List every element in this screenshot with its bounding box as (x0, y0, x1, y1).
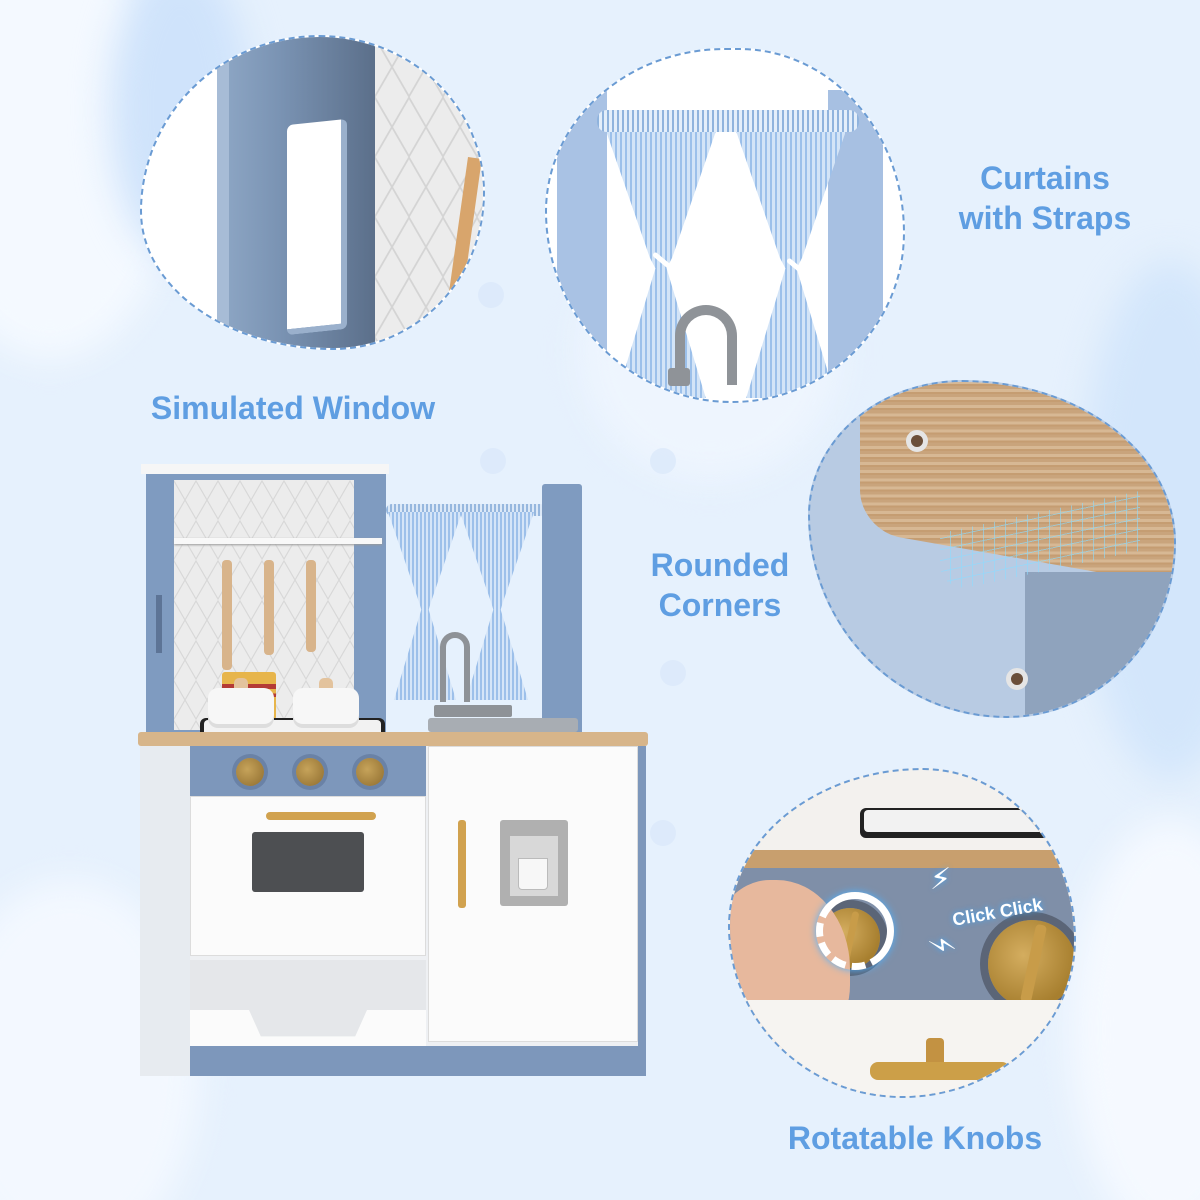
side-window-cutout (156, 595, 162, 653)
cabinet-side (1025, 572, 1174, 716)
shelf (174, 538, 382, 544)
label-rotatable-knobs: Rotatable Knobs (787, 1120, 1043, 1156)
label-line: with Straps (958, 200, 1132, 236)
faucet-icon (440, 632, 470, 702)
label-line: Curtains (980, 160, 1110, 196)
hex-tile-backsplash (375, 37, 483, 348)
cabinet-side (140, 746, 190, 1076)
oven-handle (870, 1062, 1010, 1080)
wood-countertop (730, 850, 1074, 868)
decor-dot (650, 448, 676, 474)
curtain-right (460, 512, 534, 700)
cooktop-surface (864, 810, 1054, 832)
decor-dot (480, 448, 506, 474)
panel-edge (217, 37, 229, 348)
play-kitchen (138, 460, 658, 1080)
pot (208, 678, 274, 728)
sink (428, 718, 578, 732)
countertop (138, 732, 648, 746)
spatula (222, 560, 232, 670)
background-cloud (1070, 820, 1200, 1200)
curtains-detail-bubble (545, 48, 905, 403)
decor-dot (660, 660, 686, 686)
plinth (190, 1046, 646, 1076)
rotate-arrow-icon (816, 892, 894, 970)
spatula (306, 560, 316, 652)
window-post-left (557, 90, 607, 380)
handle-stem (926, 1038, 944, 1068)
knob-icon (296, 758, 324, 786)
label-simulated-window: Simulated Window (150, 390, 436, 426)
knob-icon (356, 758, 384, 786)
curtain-rod (597, 110, 859, 132)
window-post (542, 484, 582, 744)
cup (518, 858, 548, 890)
oven-window (252, 832, 364, 892)
screw-icon (1006, 668, 1028, 690)
hutch-top (141, 464, 389, 474)
window-detail-bubble (140, 35, 485, 350)
pot (293, 678, 359, 728)
label-line: Rounded (650, 547, 790, 583)
label-curtains: Curtains with Straps (925, 158, 1165, 238)
spatula (264, 560, 274, 655)
screw-icon (906, 430, 928, 452)
faucet-icon (675, 305, 737, 385)
cabinet-side-right (638, 746, 646, 1076)
lightning-icon: ⚡ (930, 863, 952, 896)
window-cutout (287, 118, 347, 336)
oven-door (730, 1000, 1074, 1096)
corner-detail-bubble (808, 380, 1176, 718)
faucet-spout (668, 368, 690, 386)
faucet-base (434, 705, 512, 717)
label-line: Corners (658, 587, 782, 623)
fridge-handle (458, 820, 466, 908)
knob-icon (236, 758, 264, 786)
knobs-detail-bubble: ⚡ ⚡ Click Click (728, 768, 1076, 1098)
oven-handle (266, 812, 376, 820)
decor-dot (650, 820, 676, 846)
knob-icon (988, 920, 1074, 1008)
label-rounded-corners: Rounded Corners (620, 545, 820, 625)
